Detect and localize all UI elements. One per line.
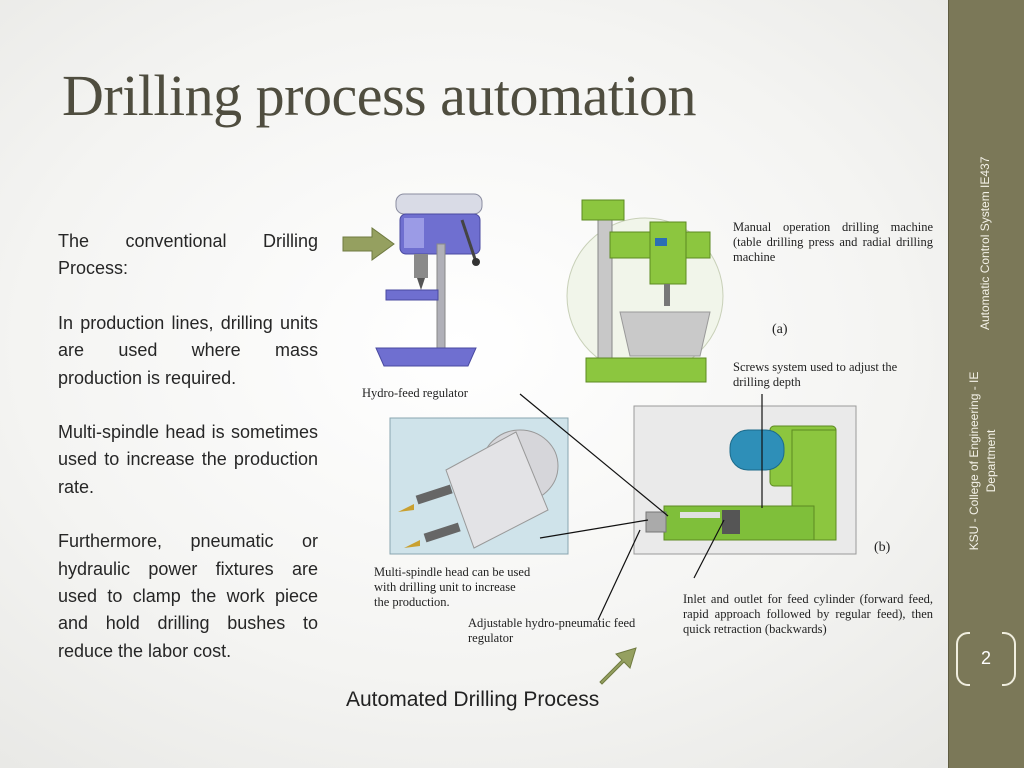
page-number: 2 [956,630,1016,686]
hydro-feed-label: Hydro-feed regulator [362,386,468,400]
adjustable-regulator-label: Adjustable hydro-pneumatic feed regulato… [468,616,636,645]
page-number-text: 2 [980,648,991,668]
page-bracket-left [956,632,970,686]
drilling-unit-photo [633,405,857,555]
figure-label-b: (b) [874,540,891,555]
radial-drill-machine [566,199,724,383]
page-bracket-right [1002,632,1016,686]
multi-spindle-head-photo [389,417,569,555]
figure-caption: Automated Drilling Process [346,688,600,711]
department-text: KSU - College of Engineering - IE Depart… [967,371,998,551]
arrow-right-icon [342,227,395,261]
table-drill-press [375,193,483,367]
sidebar-divider [948,0,949,768]
paragraph-multi-spindle: Multi-spindle head is sometimes used to … [58,422,318,497]
arrow-up-right-icon [599,647,637,685]
manual-machine-label: Manual operation drilling machine (table… [733,220,933,264]
drilling-figure [342,193,857,685]
screws-label: Screws system used to adjust the drillin… [733,360,898,389]
course-label: Automatic Control System IE437 [978,156,992,330]
paragraph-production-lines: In production lines, drilling units are … [58,312,318,388]
annotation-pointer-lines [519,393,763,621]
figure-label-a: (a) [772,322,788,337]
department-label: KSU - College of Engineering - IE Depart… [966,350,1000,572]
paragraph-fixtures: Furthermore, pneumatic or hydraulic powe… [58,531,318,661]
inlet-outlet-label: Inlet and outlet for feed cylinder (forw… [683,592,933,636]
slide-title: Drilling process automation [62,63,697,128]
body-text: The conventional Drilling Process: In pr… [58,228,318,692]
multi-spindle-label: Multi-spindle head can be used with dril… [374,565,531,609]
paragraph-conventional: The conventional Drilling Process: [58,231,318,279]
